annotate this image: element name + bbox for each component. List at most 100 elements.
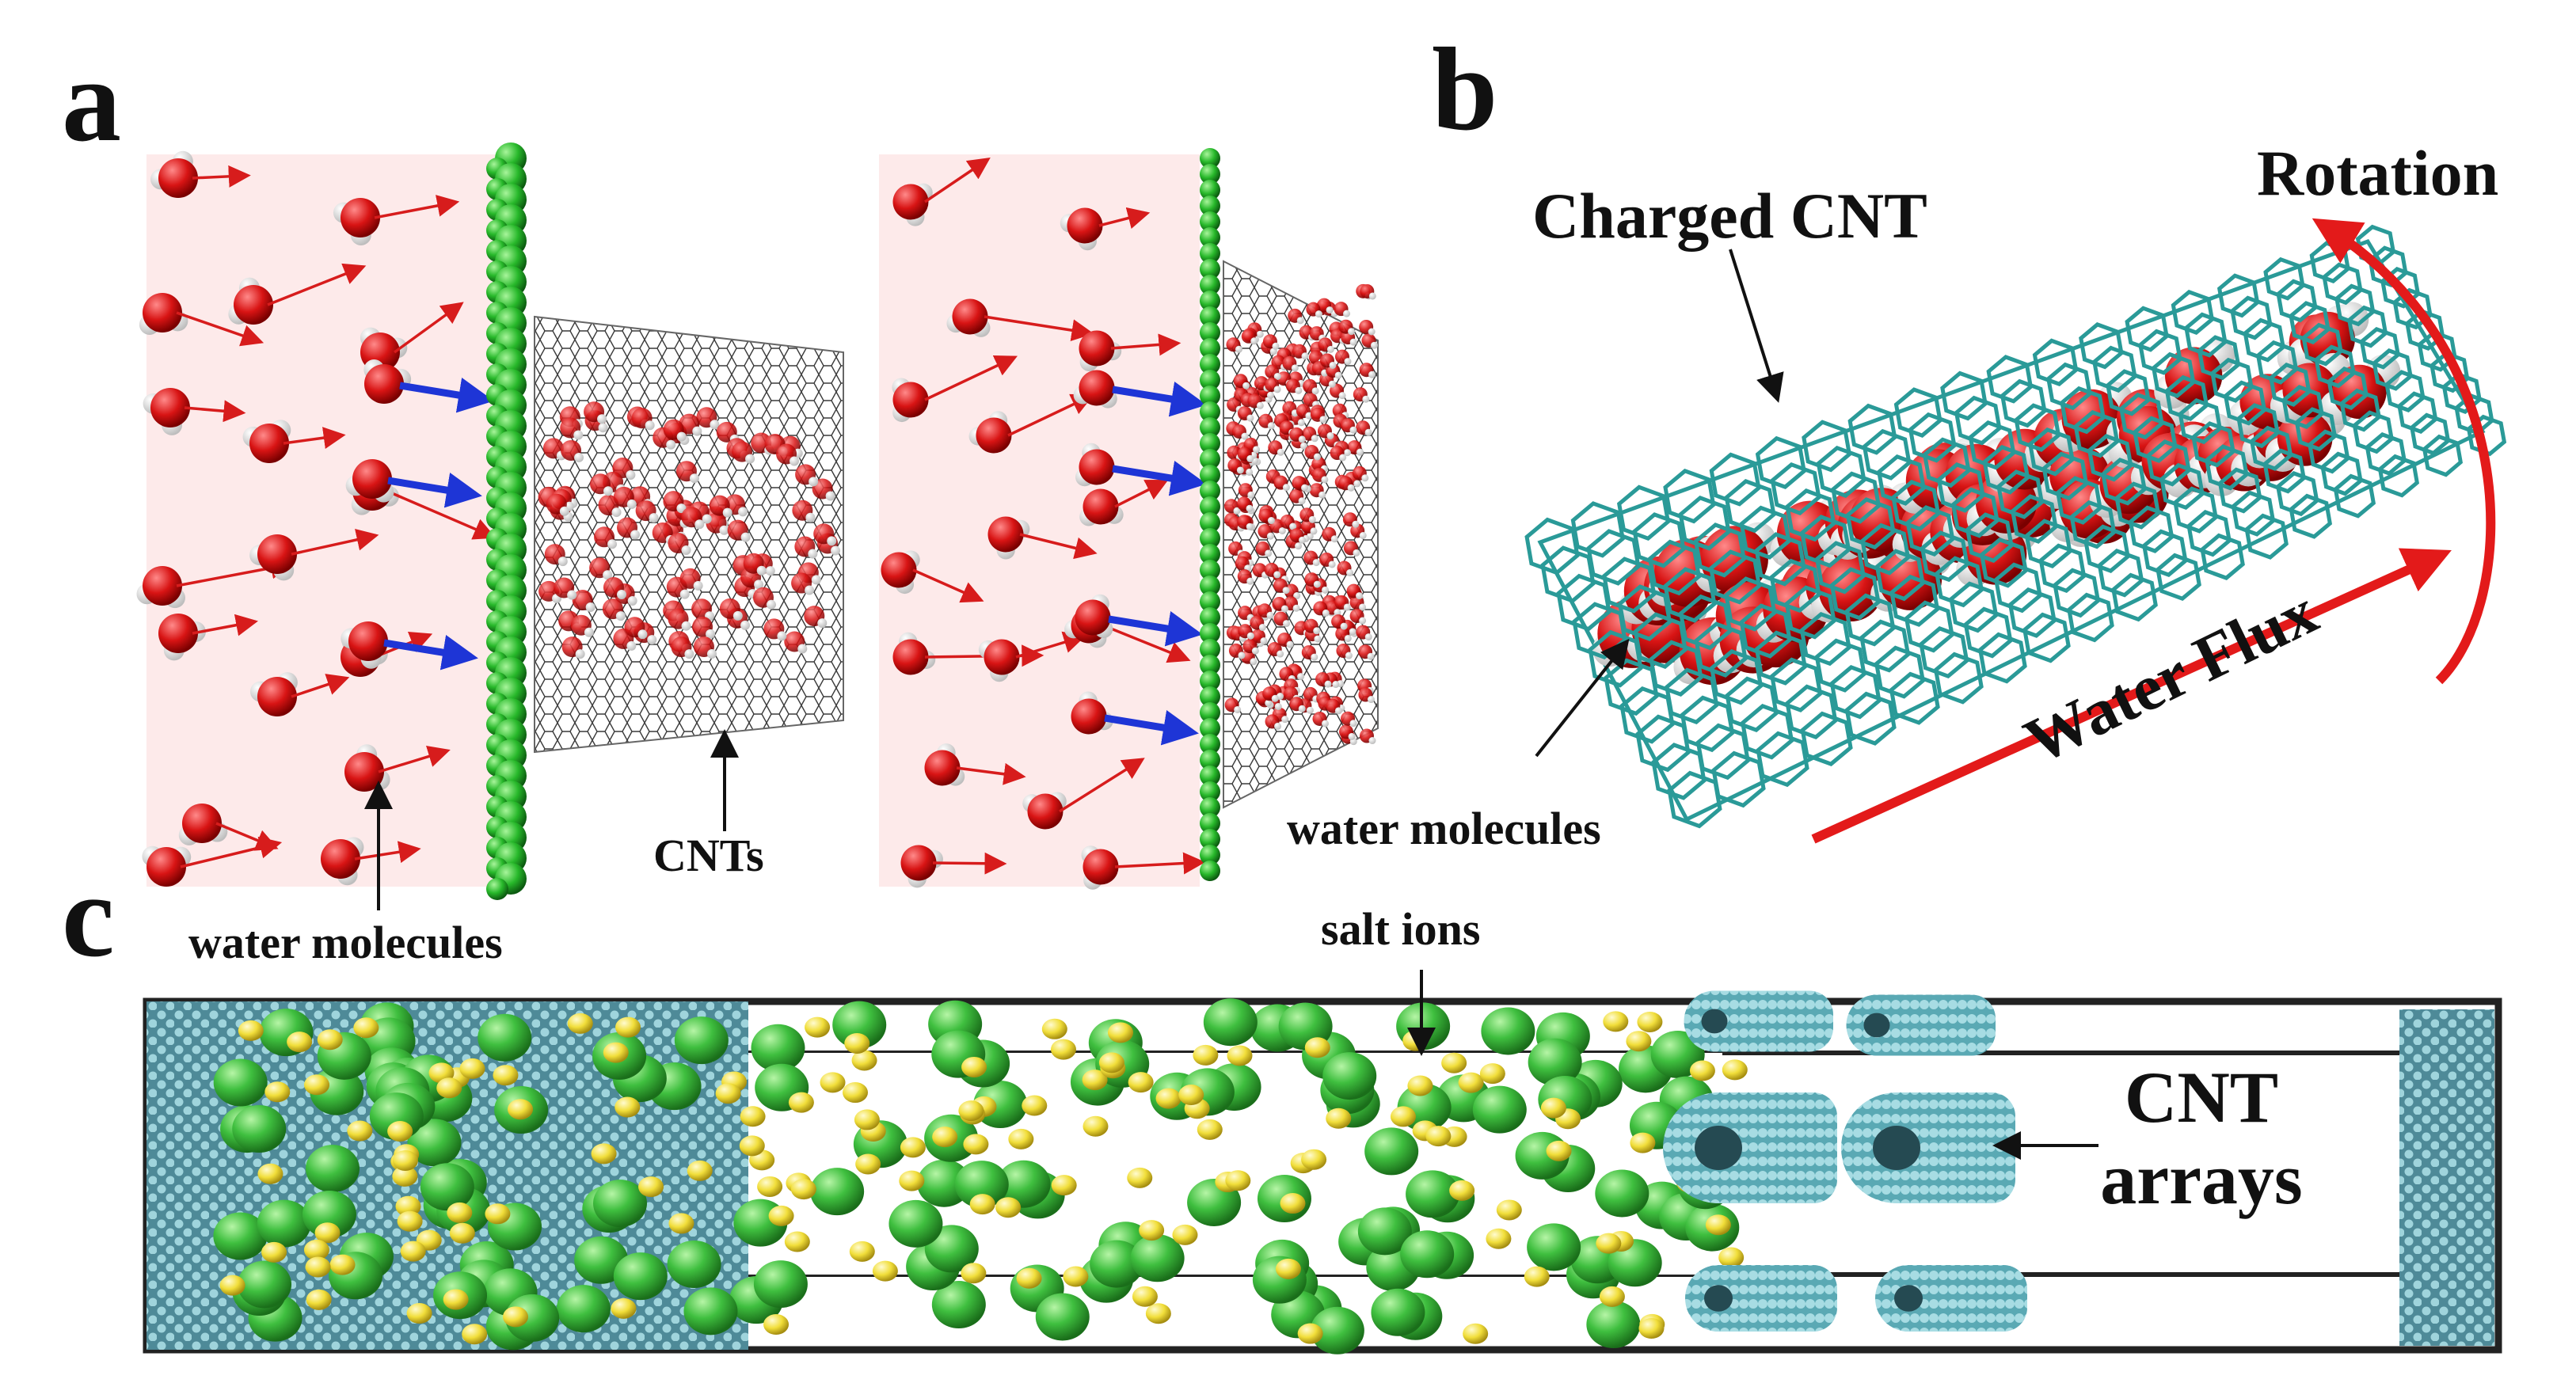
velocity-arrow-red: [1098, 207, 1151, 229]
water-molecule: [1079, 330, 1181, 371]
salt-ion-yellow: [306, 1289, 332, 1310]
water-molecules-b-pointer-arrow: [1535, 638, 1630, 758]
cnt-hexagon: [1829, 567, 1881, 621]
cnt-hexagon: [1754, 532, 1806, 587]
membrane-atom: [1200, 211, 1220, 232]
panel-letter-b: b: [1432, 24, 1498, 155]
salt-ion-yellow: [1496, 1199, 1522, 1221]
cnt-hexagon: [1905, 505, 1955, 557]
oxygen-atom: [364, 364, 404, 404]
cnt-hexagon: [1877, 454, 1926, 506]
velocity-arrow-red: [984, 315, 1094, 342]
membrane-atom: [1200, 671, 1220, 691]
oxygen-atom: [1079, 330, 1115, 367]
water-hydrogen-inside-cnt: [1352, 520, 1360, 528]
salt-ion-yellow: [1630, 1132, 1656, 1153]
cnt-hexagon: [1617, 584, 1672, 641]
water-molecule: [360, 302, 464, 372]
salt-ion-green: [1586, 1301, 1641, 1349]
water-hydrogen-inside-cnt: [1353, 480, 1361, 488]
panel-b: [1524, 218, 2507, 844]
velocity-arrow-red: [291, 529, 379, 556]
salt-ion-yellow: [1304, 1037, 1330, 1058]
cnt-hexagon: [1954, 395, 2002, 446]
water-hydrogen-inside-cnt: [637, 629, 648, 640]
water-hydrogen-inside-cnt: [689, 473, 699, 484]
cnt-hexagon: [2119, 392, 2164, 440]
cnt-tube: [1846, 994, 1996, 1056]
water-hydrogen-inside-cnt: [1267, 517, 1275, 525]
membrane-atom: [1200, 259, 1220, 279]
label-salt-ions: salt ions: [1321, 903, 1481, 955]
cnt-hexagon: [2377, 454, 2420, 498]
salt-ion-yellow: [961, 1263, 987, 1284]
oxygen-atom: [352, 459, 392, 499]
cnt-hexagon: [2046, 362, 2092, 411]
cnt-hexagon: [2014, 403, 2061, 452]
water-hydrogen-inside-cnt: [1298, 536, 1306, 544]
water-hydrogen-inside-cnt: [1345, 652, 1353, 659]
water-hydrogen-inside-cnt: [1356, 592, 1364, 600]
cnt-hexagon: [1755, 435, 1806, 489]
cnt-hexagon: [2007, 587, 2057, 638]
cnt-hexagon: [2053, 568, 2101, 618]
water-hydrogen-inside-cnt: [1349, 338, 1357, 346]
water-hydrogen-inside-cnt: [1266, 391, 1274, 399]
velocity-arrow-red: [1114, 852, 1206, 875]
membrane-atom: [1200, 370, 1220, 390]
salt-ion-green: [1371, 1288, 1425, 1336]
salt-ion-yellow: [436, 1077, 462, 1099]
cnt-hexagon: [1725, 676, 1779, 732]
salt-ion-yellow: [638, 1176, 664, 1198]
membrane-atom: [1200, 607, 1220, 628]
water-hydrogen-inside-cnt: [598, 423, 608, 433]
water-hydrogen-inside-cnt: [1319, 416, 1327, 424]
membrane-atom: [1200, 433, 1220, 454]
cnt-hexagon: [2087, 434, 2133, 482]
water-hydrogen-inside-cnt: [1306, 706, 1314, 714]
oxygen-atom: [341, 198, 380, 237]
cnt-hexagon: [1800, 711, 1853, 766]
oxygen-atom: [976, 417, 1012, 454]
salt-ion-yellow: [1132, 1286, 1158, 1307]
water-hydrogen-inside-cnt: [1313, 580, 1321, 588]
salt-ion-yellow: [353, 1017, 379, 1039]
water-hydrogen-inside-cnt: [1283, 620, 1291, 628]
membrane-atom: [1200, 528, 1220, 549]
oxygen-atom: [182, 804, 222, 843]
membrane-left: [486, 142, 527, 900]
salt-ion-yellow: [805, 1016, 831, 1038]
oxygen-atom: [257, 677, 297, 716]
label-cnt-arrays-line2: arrays: [2100, 1138, 2303, 1220]
cnt-hexagon: [1800, 515, 1851, 568]
membrane-atom: [1200, 148, 1220, 169]
cnt-hexagon: [2384, 370, 2426, 412]
water-molecules-right-reservoir: [881, 158, 1207, 890]
water-molecules-left-reservoir: [136, 150, 497, 887]
water-hydrogen-inside-cnt: [1260, 637, 1268, 645]
water-hydrogen-inside-cnt: [1236, 466, 1244, 474]
salt-ion-yellow: [1297, 1323, 1323, 1344]
salt-ion-green: [478, 1013, 532, 1062]
water-hydrogen-inside-cnt: [1311, 387, 1319, 395]
water-hydrogen-inside-cnt: [574, 452, 584, 462]
salt-ion-green: [832, 1001, 887, 1049]
salt-ion-yellow: [790, 1179, 816, 1200]
water-molecule: [341, 621, 478, 671]
salt-ion-yellow: [757, 1176, 783, 1197]
water-hydrogen-inside-cnt: [1266, 611, 1274, 619]
water-hydrogen-inside-cnt: [1370, 341, 1378, 349]
water-molecule: [1079, 479, 1169, 526]
membrane-atom: [1200, 845, 1220, 865]
cnt-hexagon: [1922, 437, 1971, 488]
cnt-hexagon: [2000, 378, 2047, 428]
water-hydrogen-inside-cnt: [607, 539, 618, 549]
salt-ion-yellow: [1458, 1072, 1484, 1093]
water-hydrogen-inside-cnt: [706, 629, 716, 639]
cnt-hexagon: [1709, 549, 1762, 605]
panel-c: [143, 970, 2502, 1355]
cnt-hexagon: [1814, 638, 1866, 693]
water-hydrogen-inside-cnt: [777, 631, 787, 641]
water-hydrogen-inside-cnt: [1367, 696, 1375, 704]
water-hydrogen-inside-cnt: [684, 649, 694, 659]
